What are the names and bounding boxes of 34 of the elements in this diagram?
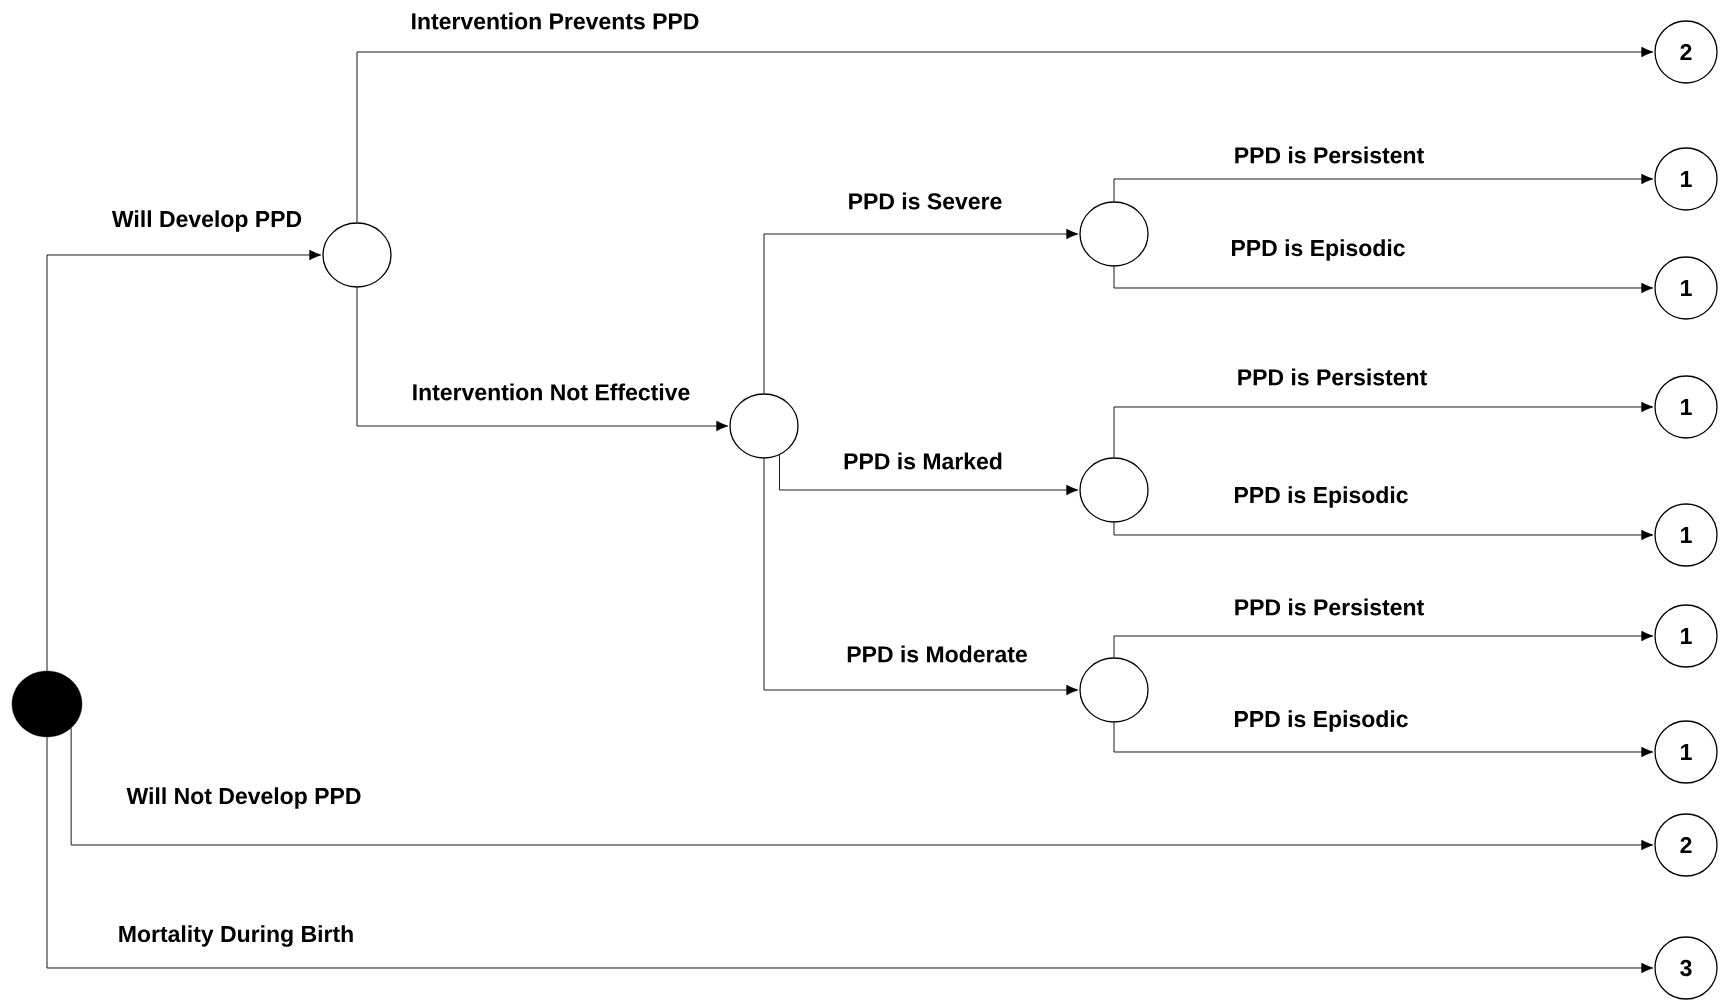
branch-arrow xyxy=(46,249,322,672)
chance-node xyxy=(1079,457,1149,523)
edge-label: PPD is Episodic xyxy=(1235,710,1408,732)
edge-label: Mortality During Birth xyxy=(119,925,353,947)
edge-label: PPD is Persistent xyxy=(1235,598,1424,616)
chance-node xyxy=(729,393,799,459)
edge-label: PPD is Episodic xyxy=(1232,239,1405,261)
edge-label: PPD is Severe xyxy=(849,192,1002,210)
chance-node xyxy=(1079,201,1149,267)
branch-arrow xyxy=(1113,722,1654,758)
branch-arrow xyxy=(70,727,1654,851)
branch-arrow xyxy=(763,228,1079,394)
edge-label: PPD is Moderate xyxy=(847,645,1027,663)
branch-arrow xyxy=(1113,401,1654,458)
edge-label: PPD is Persistent xyxy=(1238,368,1427,386)
edge-label: Intervention Prevents PPD xyxy=(412,12,699,30)
branch-arrow xyxy=(356,287,729,432)
edge-label: PPD is Episodic xyxy=(1235,486,1408,508)
branch-arrow xyxy=(1113,266,1654,294)
branch-arrow xyxy=(779,454,1079,496)
decision-node xyxy=(11,670,83,738)
chance-node xyxy=(1079,657,1149,723)
chance-node xyxy=(322,222,392,288)
edge-label: Will Develop PPD xyxy=(111,210,302,232)
edge-label: Intervention Not Effective xyxy=(413,383,690,401)
edge-label: PPD is Marked xyxy=(844,452,1002,470)
branch-arrow xyxy=(46,736,1654,974)
branch-arrow xyxy=(763,458,1079,696)
branch-arrow xyxy=(356,46,1654,223)
branch-arrow xyxy=(1113,522,1654,541)
branch-arrow xyxy=(1113,630,1654,658)
edge-label: Will Not Develop PPD xyxy=(126,787,361,809)
edge-label: PPD is Persistent xyxy=(1235,146,1424,164)
branch-arrow xyxy=(1113,173,1654,202)
